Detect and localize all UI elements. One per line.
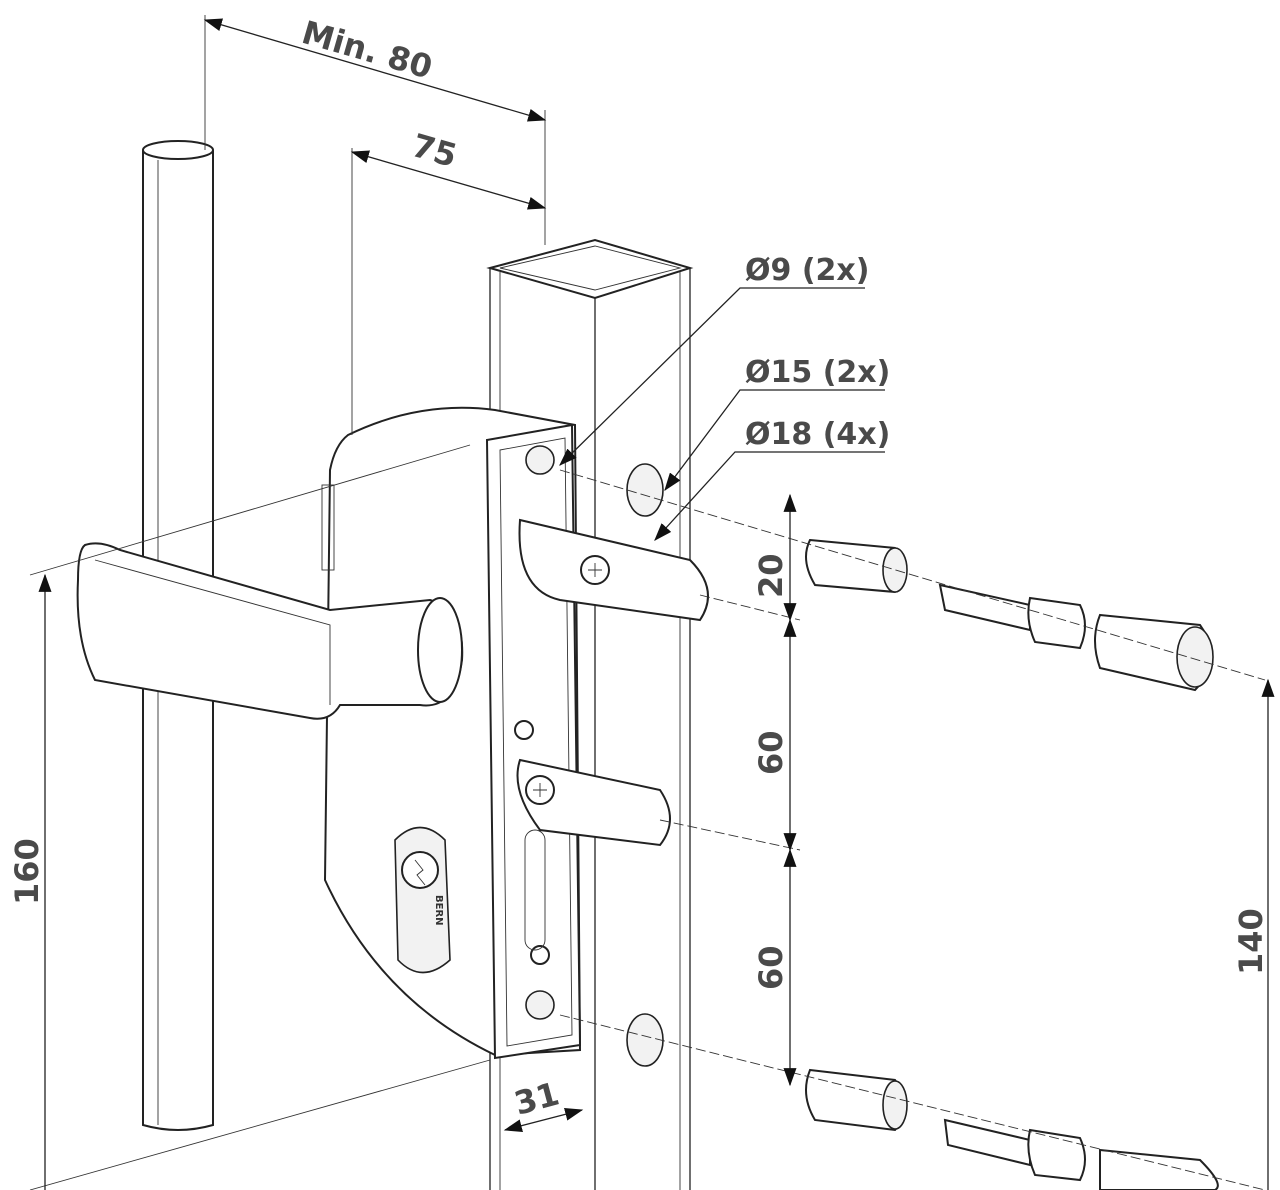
callout-hole-15: Ø15 (2x): [745, 355, 890, 390]
callout-hole-18: Ø18 (4x): [745, 417, 890, 452]
face-plate: [485, 423, 582, 1060]
cylinder-brand: BERN: [433, 895, 444, 926]
dim-60-upper: 60: [752, 730, 790, 775]
dim-160: 160: [8, 838, 46, 905]
plate-screw: [514, 720, 534, 740]
door-handle: [76, 542, 464, 720]
axis-lines: [559, 469, 1266, 1190]
dim-60-lower: 60: [752, 945, 790, 990]
dim-75: 75: [408, 126, 461, 175]
tube-hole-lower: [626, 1013, 664, 1067]
fixing-screw-top: [525, 445, 555, 475]
dim-31: 31: [510, 1074, 563, 1122]
lock-bolts: [516, 518, 709, 847]
dim-140: 140: [1232, 908, 1270, 975]
latch-slot: [524, 829, 546, 951]
fixing-set-upper: [805, 538, 1214, 692]
dim-20: 20: [752, 553, 790, 598]
housing-clip: [321, 484, 335, 571]
callout-hole-9: Ø9 (2x): [745, 253, 869, 288]
fixing-set-lower: [805, 1068, 1219, 1190]
tube-hole-upper: [626, 463, 664, 517]
dimension-lines: [29, 15, 1275, 1190]
lock-cylinder: BERN: [394, 826, 451, 974]
dim-min-80: Min. 80: [298, 13, 437, 86]
fixing-screw-bottom: [525, 990, 555, 1020]
plate-screw: [530, 945, 550, 965]
